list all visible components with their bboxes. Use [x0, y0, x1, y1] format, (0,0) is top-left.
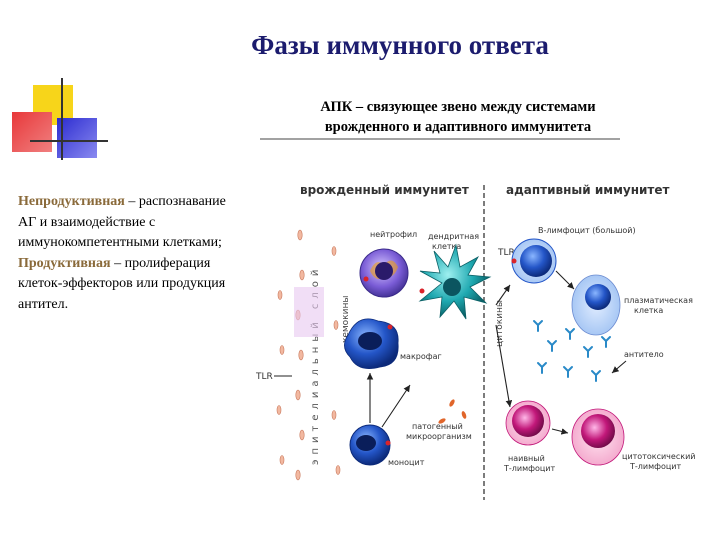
term-nonproductive: Непродуктивная: [18, 194, 125, 209]
divider: [260, 138, 620, 140]
label-naive-2: Т-лимфоцит: [503, 464, 556, 473]
desc-nonproductive: – распознавание АГ и взаимодействие с им…: [18, 194, 226, 251]
epithelium-cells: [276, 229, 341, 481]
label-tlr-left: TLR: [255, 372, 273, 382]
plasma-cell: [571, 274, 621, 336]
deco-vertical-line: [61, 78, 63, 160]
term-productive: Продуктивная: [18, 255, 111, 271]
label-pathogen-1: патогенный: [412, 422, 463, 431]
epithelium-label: эпителиальный слой: [310, 265, 321, 465]
label-macrophage: макрофаг: [400, 352, 442, 361]
header-adaptive: адаптивный иммунитет: [506, 183, 670, 197]
cytotoxic-t-lymphocyte-cell: [571, 408, 625, 466]
pathogens: [438, 399, 467, 424]
subtitle-line-2: врожденного и адаптивного иммунитета: [324, 119, 592, 135]
immune-diagram-svg: врожденный иммунитет адаптивный иммуните…: [255, 183, 695, 500]
naive-t-lymphocyte-cell: [505, 400, 551, 446]
macrophage-cell: [344, 318, 399, 370]
flow-arrows: [366, 270, 627, 435]
epithelium-highlight: [294, 287, 324, 337]
desc-productive: – пролиферация клеток-эффекторов или про…: [18, 255, 226, 312]
label-pathogen-2: микроорганизм: [406, 432, 472, 441]
subtitle: АПК – связующее звено между системами вр…: [258, 97, 658, 137]
dendritic-cell: [418, 243, 492, 320]
deco-red-square: [12, 112, 52, 152]
label-ctl-1: цитотоксический: [622, 452, 695, 461]
antibodies: [533, 320, 611, 382]
label-dendritic-2: клетка: [432, 242, 461, 251]
label-dendritic-1: дендритная: [428, 232, 479, 241]
deco-horizontal-line: [30, 140, 108, 142]
b-lymphocyte-cell: [511, 238, 557, 284]
label-plasma-1: плазматическая: [624, 296, 693, 305]
neutrophil-cell: [359, 248, 409, 298]
label-tlr-top: TLR: [497, 248, 515, 258]
subtitle-line-1: АПК – связующее звено между системами: [320, 99, 596, 115]
cytokines-label: цитокины: [495, 300, 505, 347]
header-innate: врожденный иммунитет: [300, 183, 469, 197]
label-naive-1: наивный: [508, 454, 545, 463]
label-ctl-2: Т-лимфоцит: [629, 462, 682, 471]
label-neutrophil: нейтрофил: [370, 230, 417, 239]
page-title: Фазы иммунного ответа: [251, 30, 549, 60]
label-plasma-2: клетка: [634, 306, 663, 315]
immune-diagram: врожденный иммунитет адаптивный иммуните…: [252, 175, 700, 505]
phase-description: Непродуктивная – распознавание АГ и взаи…: [18, 192, 238, 316]
monocyte-cell: [349, 424, 391, 466]
label-monocyte: моноцит: [388, 458, 425, 467]
chemokines-label: хемокины: [341, 296, 351, 343]
deco-blue-square: [57, 118, 97, 158]
label-antibody: антитело: [624, 350, 664, 359]
label-b-cell: В-лимфоцит (большой): [538, 226, 636, 235]
